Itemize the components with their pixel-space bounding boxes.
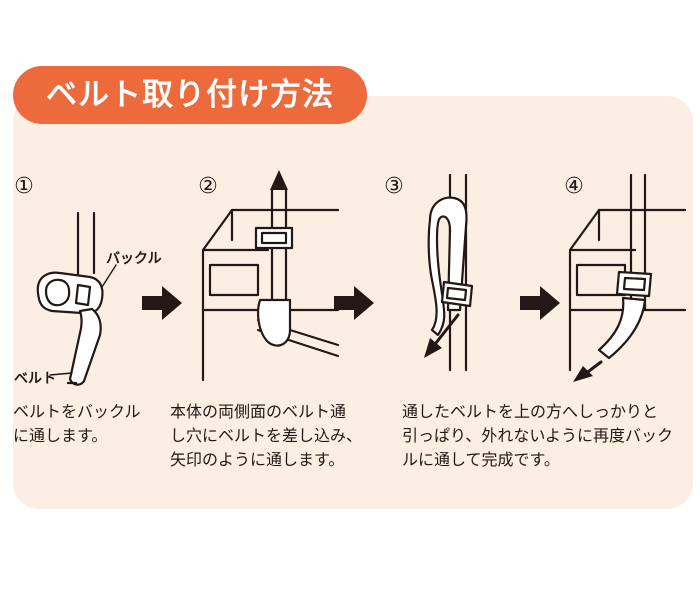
step-2-description: 本体の両側面のベルト通 し穴にベルトを差し込み、 矢印のように通します。 [170,402,363,469]
step-2-illustration [201,170,340,382]
step-1-illustration [36,211,117,386]
next-step-arrow-3 [520,286,560,320]
step-1-number: ① [14,174,34,199]
belt-label: ベルト [14,371,56,387]
step-3-illustration [424,173,474,372]
page-title: ベルト取り付け方法 [13,66,367,124]
step-3-number: ③ [384,174,404,199]
step-4-description: 通したベルトを上の方へしっかりと 引っぱり、外れないように再度バック ルに通して… [402,402,674,469]
buckle-label: バックル [106,251,162,267]
step-4-illustration [568,173,687,382]
next-step-arrow-2 [334,286,374,320]
step-1-description: ベルトをバックル に通します。 [13,402,141,445]
step-2-number: ② [198,174,218,199]
next-step-arrow-1 [142,286,182,320]
step-4-number: ④ [564,174,584,199]
